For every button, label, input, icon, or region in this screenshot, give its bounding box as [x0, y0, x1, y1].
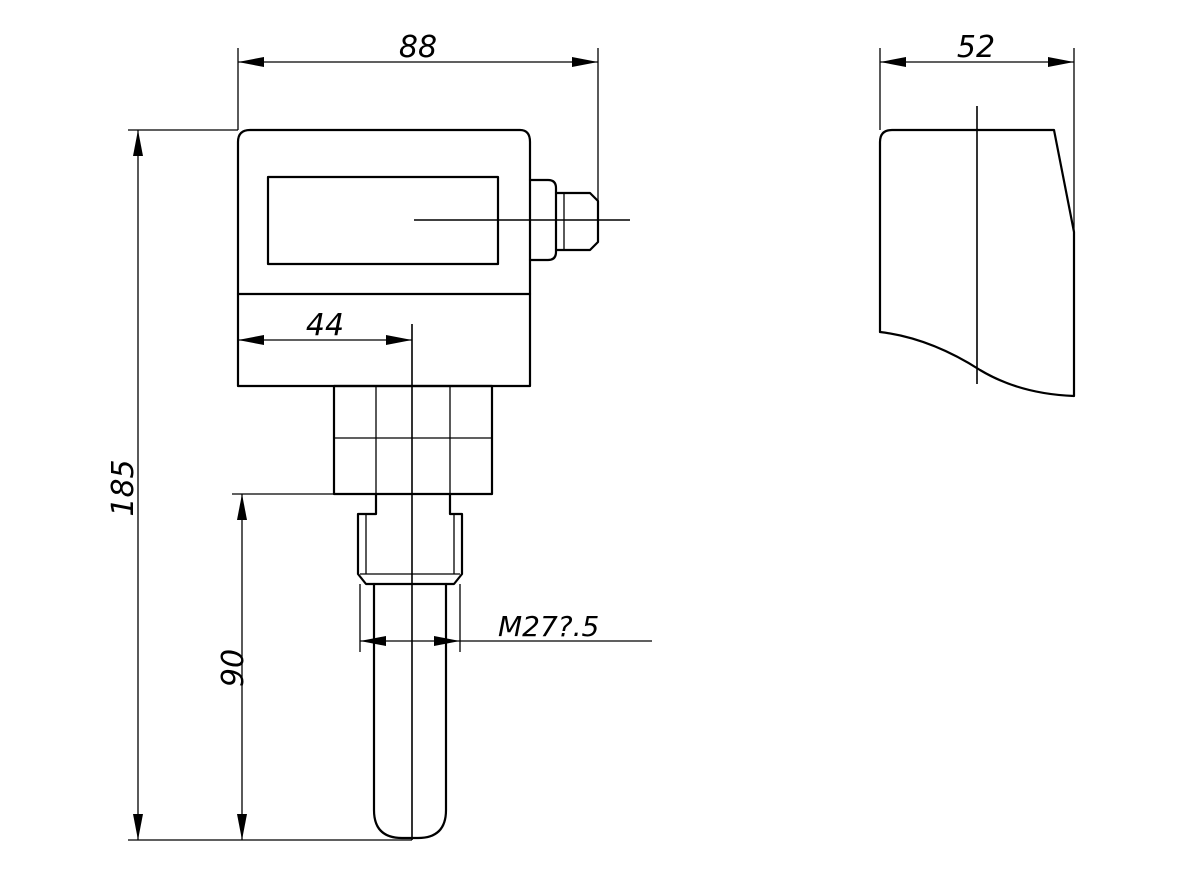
dim-44-label: 44	[306, 308, 344, 343]
dim-90-label: 90	[216, 649, 251, 687]
arrow-thread-left	[360, 636, 386, 646]
front-view	[236, 128, 630, 840]
connector-plug	[554, 191, 600, 252]
side-view: 52	[878, 30, 1076, 398]
hex-block	[332, 384, 494, 496]
arrow-88-right	[572, 57, 598, 67]
arrow-185-top	[133, 130, 143, 156]
arrow-52-right	[1048, 57, 1074, 67]
arrow-185-bottom	[133, 814, 143, 840]
probe-stem	[372, 582, 448, 840]
arrow-thread-right	[434, 636, 460, 646]
side-housing-outline	[878, 128, 1076, 398]
dim-thread-label: M27?.5	[498, 610, 599, 643]
connector-nut	[528, 178, 558, 262]
dim-185-label: 185	[106, 459, 141, 516]
arrow-90-bottom	[237, 814, 247, 840]
arrow-52-left	[880, 57, 906, 67]
dim-52-label: 52	[957, 30, 995, 65]
arrow-88-left	[238, 57, 264, 67]
arrow-90-top	[237, 494, 247, 520]
housing-outline	[236, 128, 532, 388]
dim-88-label: 88	[399, 30, 437, 65]
thread-body	[356, 492, 464, 586]
front-dimensions: 88 185 44 90 M27?.5	[106, 30, 652, 841]
arrow-44-left	[238, 335, 264, 345]
arrow-44-right	[386, 335, 412, 345]
